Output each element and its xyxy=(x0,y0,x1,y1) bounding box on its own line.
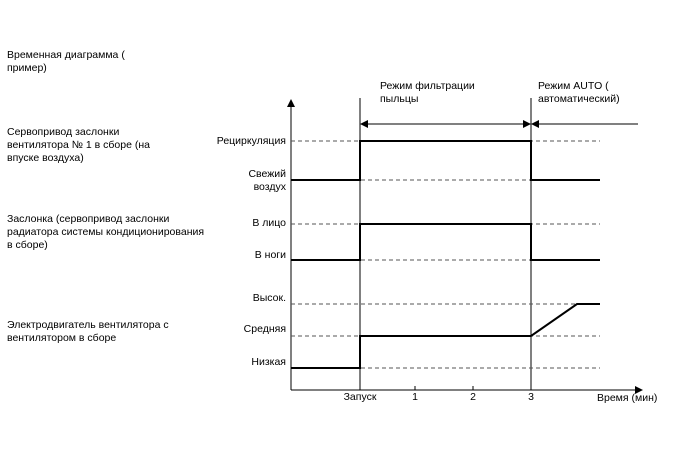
tick-3: 3 xyxy=(528,391,534,403)
row-label-intake-servo: Сервопривод заслонки вентилятора № 1 в с… xyxy=(7,126,150,164)
level-medium: Средняя xyxy=(243,323,286,335)
tick-start: Запуск xyxy=(343,391,377,403)
mode-pollen-label: Режим фильтрации пыльцы xyxy=(380,80,475,105)
level-feet: В ноги xyxy=(254,249,286,261)
level-fresh-air: Свежий воздух xyxy=(248,168,286,193)
row-label-mode-damper: Заслонка (сервопривод заслонки радиатора… xyxy=(7,213,205,251)
level-recirculation: Рециркуляция xyxy=(216,135,286,147)
mode-auto-label: Режим AUTO ( автоматический) xyxy=(538,80,620,105)
intake-servo-trace xyxy=(291,140,600,181)
tick-2: 2 xyxy=(470,391,476,403)
x-ticks xyxy=(359,386,532,390)
level-low: Низкая xyxy=(251,356,286,368)
level-guides xyxy=(291,140,600,369)
diagram-title: Временная диаграмма ( пример) xyxy=(7,49,125,74)
tick-1: 1 xyxy=(412,391,418,403)
level-high: Высок. xyxy=(252,292,286,304)
blower-motor-trace xyxy=(291,303,600,369)
level-face: В лицо xyxy=(252,217,286,229)
row-label-blower-motor: Электродвигатель вентилятора с вентилято… xyxy=(7,319,169,344)
mode-damper-trace xyxy=(291,223,600,261)
x-axis-label: Время (мин) xyxy=(597,392,658,404)
